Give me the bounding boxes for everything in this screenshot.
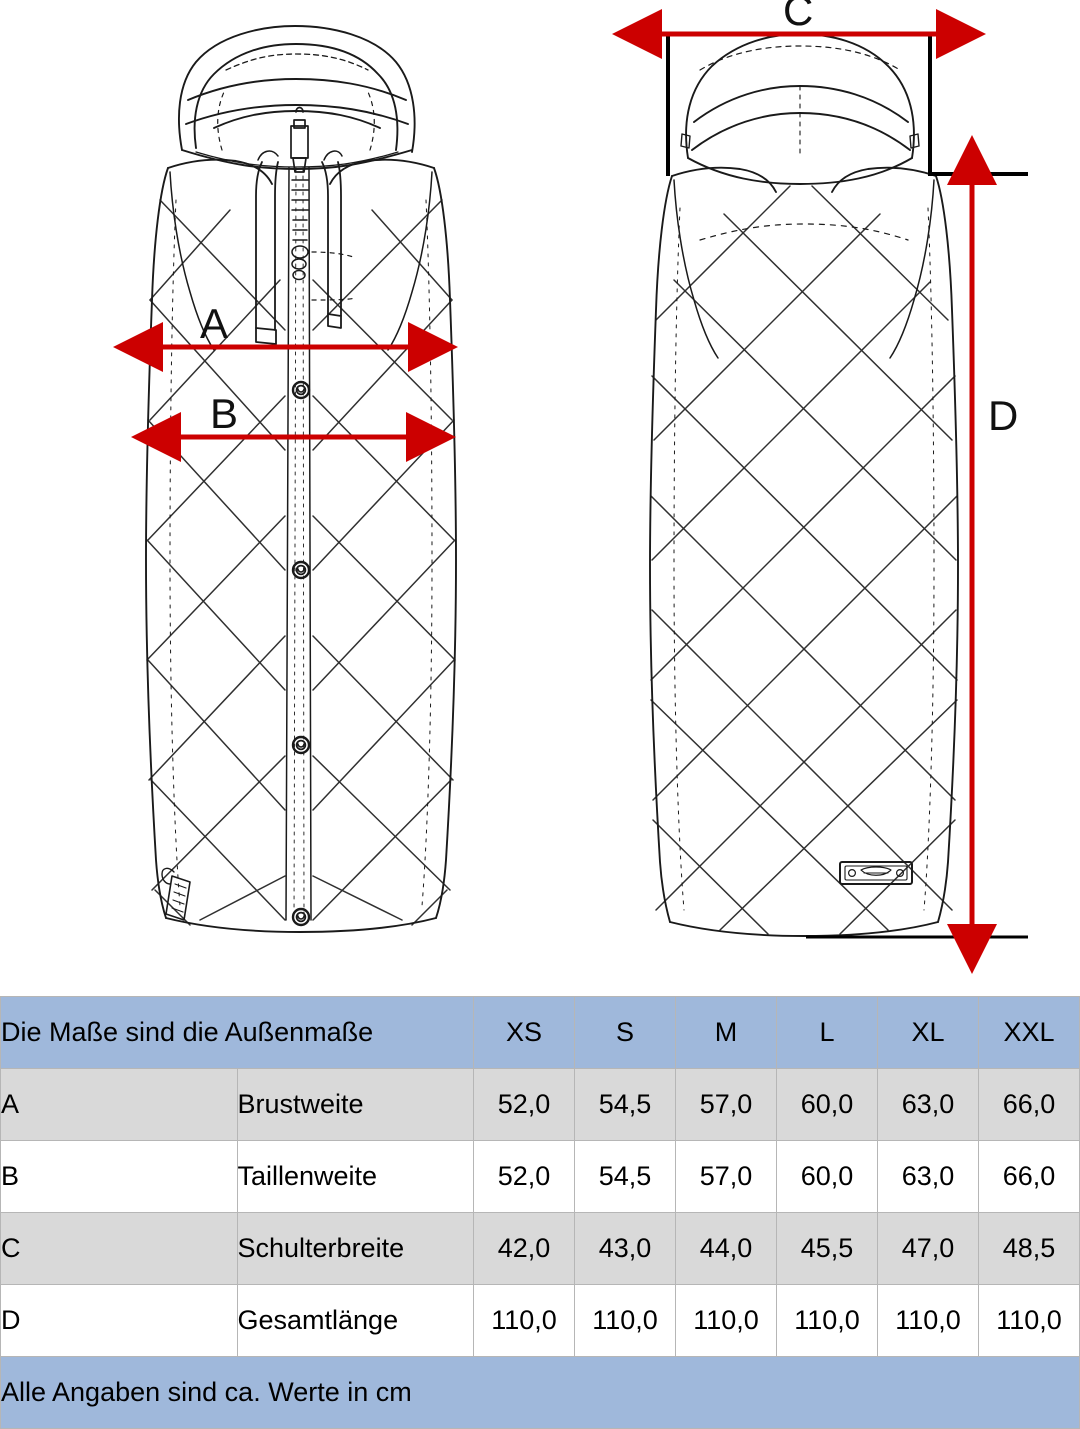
cell-a-m: 57,0 [675,1068,777,1141]
measurement-a: A [113,300,458,372]
cell-a-xxl: 66,0 [978,1068,1080,1141]
back-view-vest [649,33,959,937]
measurement-c: C [612,0,986,176]
size-header-xs: XS [473,996,575,1069]
table-row: D Gesamtlänge 110,0 110,0 110,0 110,0 11… [0,1284,1080,1357]
cell-a-s: 54,5 [574,1068,676,1141]
row-desc-d: Gesamtlänge [236,1284,474,1357]
cell-c-xxl: 48,5 [978,1212,1080,1285]
cell-d-xs: 110,0 [473,1284,575,1357]
size-header-m: M [675,996,777,1069]
table-header-title: Die Maße sind die Außenmaße [0,996,474,1069]
hem-zip-tag [161,867,191,921]
cell-c-s: 43,0 [574,1212,676,1285]
cell-b-xxl: 66,0 [978,1140,1080,1213]
snap-button-icon [291,380,311,927]
row-letter-d: D [0,1284,238,1357]
cell-b-s: 54,5 [574,1140,676,1213]
cell-d-s: 110,0 [574,1284,676,1357]
cell-a-xs: 52,0 [473,1068,575,1141]
size-header-xl: XL [877,996,979,1069]
cell-c-xs: 42,0 [473,1212,575,1285]
front-view-vest [145,25,457,933]
measurement-a-label: A [200,300,228,347]
row-desc-c: Schulterbreite [236,1212,474,1285]
measurement-d-label: D [988,392,1018,439]
row-letter-a: A [0,1068,238,1141]
row-letter-b: B [0,1140,238,1213]
cell-d-xxl: 110,0 [978,1284,1080,1357]
size-header-l: L [776,996,878,1069]
brand-label-patch [839,861,913,885]
table-row: C Schulterbreite 42,0 43,0 44,0 45,5 47,… [0,1212,1080,1285]
size-header-s: S [574,996,676,1069]
measurement-c-label: C [783,0,813,34]
row-letter-c: C [0,1212,238,1285]
cell-d-xl: 110,0 [877,1284,979,1357]
cell-b-m: 57,0 [675,1140,777,1213]
table-footer-note: Alle Angaben sind ca. Werte in cm [0,1356,1080,1429]
measurement-b: B [131,390,456,462]
cell-d-l: 110,0 [776,1284,878,1357]
cell-b-l: 60,0 [776,1140,878,1213]
row-desc-a: Brustweite [236,1068,474,1141]
cell-b-xs: 52,0 [473,1140,575,1213]
cell-c-l: 45,5 [776,1212,878,1285]
row-desc-b: Taillenweite [236,1140,474,1213]
size-chart-table-container: Die Maße sind die Außenmaße XS S M L XL … [0,996,1080,1429]
table-footer-row: Alle Angaben sind ca. Werte in cm [0,1356,1080,1429]
measurement-b-label: B [210,390,238,437]
table-row: A Brustweite 52,0 54,5 57,0 60,0 63,0 66… [0,1068,1080,1141]
cell-b-xl: 63,0 [877,1140,979,1213]
size-chart-table: Die Maße sind die Außenmaße XS S M L XL … [0,996,1080,1429]
cell-a-xl: 63,0 [877,1068,979,1141]
cell-d-m: 110,0 [675,1284,777,1357]
cell-c-m: 44,0 [675,1212,777,1285]
size-header-xxl: XXL [978,996,1080,1069]
garment-illustrations: A B [113,0,1028,974]
table-row: B Taillenweite 52,0 54,5 57,0 60,0 63,0 … [0,1140,1080,1213]
measurement-d: D [806,135,1028,974]
cell-c-xl: 47,0 [877,1212,979,1285]
cell-a-l: 60,0 [776,1068,878,1141]
table-header-row: Die Maße sind die Außenmaße XS S M L XL … [0,996,1080,1069]
